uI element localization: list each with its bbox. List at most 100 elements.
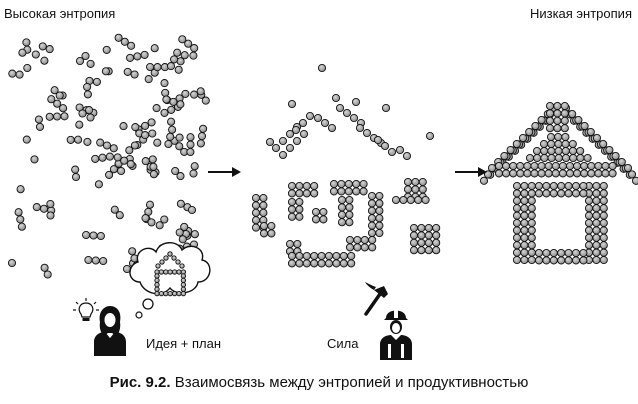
dot (608, 161, 617, 171)
dot (154, 277, 160, 284)
dot (86, 113, 95, 122)
dot (50, 86, 59, 95)
dot (553, 109, 562, 118)
dot (527, 189, 536, 198)
caption-text: Взаимосвязь между энтропией и продуктивн… (174, 374, 529, 391)
dot (201, 96, 210, 105)
dot (525, 153, 535, 163)
dot (160, 108, 169, 117)
dot (375, 214, 384, 223)
dot (133, 52, 142, 61)
dot (347, 251, 356, 261)
dot (271, 143, 281, 153)
dot (520, 233, 529, 242)
dot (32, 203, 41, 212)
dot (180, 222, 189, 231)
dot (22, 135, 31, 144)
dot (520, 196, 529, 205)
dot (411, 177, 420, 187)
mini-house-dots (154, 251, 187, 297)
dot (145, 200, 155, 209)
dot (527, 204, 536, 213)
dot (584, 226, 594, 235)
dot (527, 233, 536, 242)
dot (561, 153, 571, 163)
dot (599, 181, 608, 191)
dot (130, 141, 139, 150)
dot (349, 113, 359, 123)
dot (285, 129, 295, 139)
dot (424, 223, 433, 233)
dot (190, 162, 199, 171)
dot (94, 180, 103, 189)
hammer-icon (364, 282, 388, 316)
dot (180, 273, 187, 279)
dot (150, 44, 159, 53)
dot (554, 132, 563, 142)
dot (571, 248, 581, 258)
dot (530, 161, 539, 171)
dot (347, 259, 356, 268)
dot (487, 163, 497, 173)
dot (381, 103, 391, 113)
dot (313, 113, 323, 123)
dot (345, 195, 354, 205)
dot (432, 231, 441, 240)
dot (311, 207, 321, 217)
dot (611, 151, 620, 161)
dot (176, 269, 182, 275)
dot (149, 162, 158, 171)
dot (154, 282, 160, 288)
dot (554, 146, 563, 156)
dot (579, 256, 588, 265)
dot (512, 189, 522, 198)
dot (66, 135, 75, 144)
dot (592, 226, 601, 235)
dot (569, 153, 578, 163)
dot (545, 109, 555, 118)
dot (344, 179, 353, 189)
dot (153, 63, 162, 72)
dot (78, 109, 87, 118)
dot (317, 251, 326, 261)
dot (592, 211, 601, 220)
dot (332, 259, 341, 268)
dot (545, 116, 555, 125)
dot (199, 124, 208, 133)
dot (179, 263, 185, 269)
dot (549, 181, 558, 191)
dot (75, 120, 84, 129)
dot (375, 221, 384, 230)
dot (295, 212, 304, 221)
dot (113, 153, 122, 162)
dot (89, 231, 98, 240)
dot (564, 256, 573, 265)
dot (197, 132, 207, 141)
dot (174, 65, 183, 74)
dot (592, 248, 601, 257)
dot (359, 179, 368, 189)
dot (560, 116, 569, 125)
dot (527, 255, 536, 265)
dot (311, 215, 321, 224)
dot (587, 169, 596, 178)
dot (594, 161, 603, 171)
dot (96, 138, 105, 147)
dot (337, 210, 347, 219)
dot (551, 161, 560, 171)
dot (527, 226, 536, 235)
dot (554, 139, 563, 149)
dot (259, 221, 269, 231)
dot (557, 248, 566, 258)
dot (332, 251, 341, 261)
dot (327, 123, 337, 133)
dot (601, 161, 610, 171)
dot (293, 239, 302, 249)
dot (568, 139, 577, 149)
dot (525, 127, 534, 137)
dot (184, 39, 193, 48)
dot (265, 137, 275, 147)
dot (86, 59, 95, 68)
caption-prefix: Рис. 9.2. (109, 374, 171, 391)
dot (539, 139, 549, 149)
